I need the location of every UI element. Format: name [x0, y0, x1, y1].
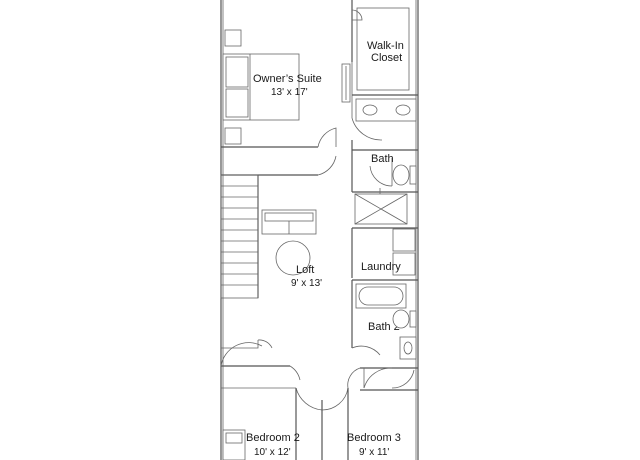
bath-label: Bath: [371, 153, 394, 165]
walk-in-closet: Walk-In Closet: [351, 7, 418, 96]
loft-sofa: [261, 209, 317, 235]
loft: Loft 9' x 13': [220, 155, 337, 299]
owners-suite-label: Owner’s Suite: [253, 73, 322, 85]
sink-right: [395, 104, 411, 116]
bedroom3: Bedroom 3 9' x 11': [347, 432, 401, 458]
stair: [220, 174, 259, 299]
dryer: [392, 252, 416, 276]
bedroom2-bed: [222, 429, 246, 460]
owners-bath: Bath: [351, 140, 418, 193]
bedroom2: Bedroom 2 10' x 12': [222, 429, 300, 460]
laundry-label: Laundry: [361, 261, 401, 273]
bath2: Bath 2: [351, 280, 417, 360]
loft-label: Loft: [296, 264, 314, 276]
owners-suite-dims: 13' x 17': [271, 87, 308, 98]
bedroom2-label: Bedroom 2: [246, 432, 300, 444]
vanity: [355, 98, 417, 122]
nightstand-bottom: [224, 127, 242, 145]
loft-table: [275, 240, 311, 276]
nightstand-top: [224, 29, 242, 47]
shower: [354, 188, 408, 225]
toilet-bath: [392, 164, 410, 186]
washer: [392, 228, 416, 252]
hall: [220, 339, 418, 460]
sink-left: [362, 104, 378, 116]
owners-suite: Owner’s Suite 13' x 17': [221, 0, 383, 148]
bedroom3-label: Bedroom 3: [347, 432, 401, 444]
bath2-sink: [399, 336, 417, 360]
bedroom3-dims: 9' x 11': [359, 447, 389, 458]
walk-in-closet-label-1: Walk-In: [367, 40, 404, 52]
bath2-label: Bath 2: [368, 321, 400, 333]
walk-in-closet-label-2: Closet: [371, 52, 402, 64]
toilet-bath2: [392, 309, 410, 329]
bedroom2-dims: 10' x 12': [254, 447, 291, 458]
laundry: Laundry: [351, 227, 418, 281]
loft-dims: 9' x 13': [291, 278, 322, 289]
bathtub: [355, 283, 407, 309]
